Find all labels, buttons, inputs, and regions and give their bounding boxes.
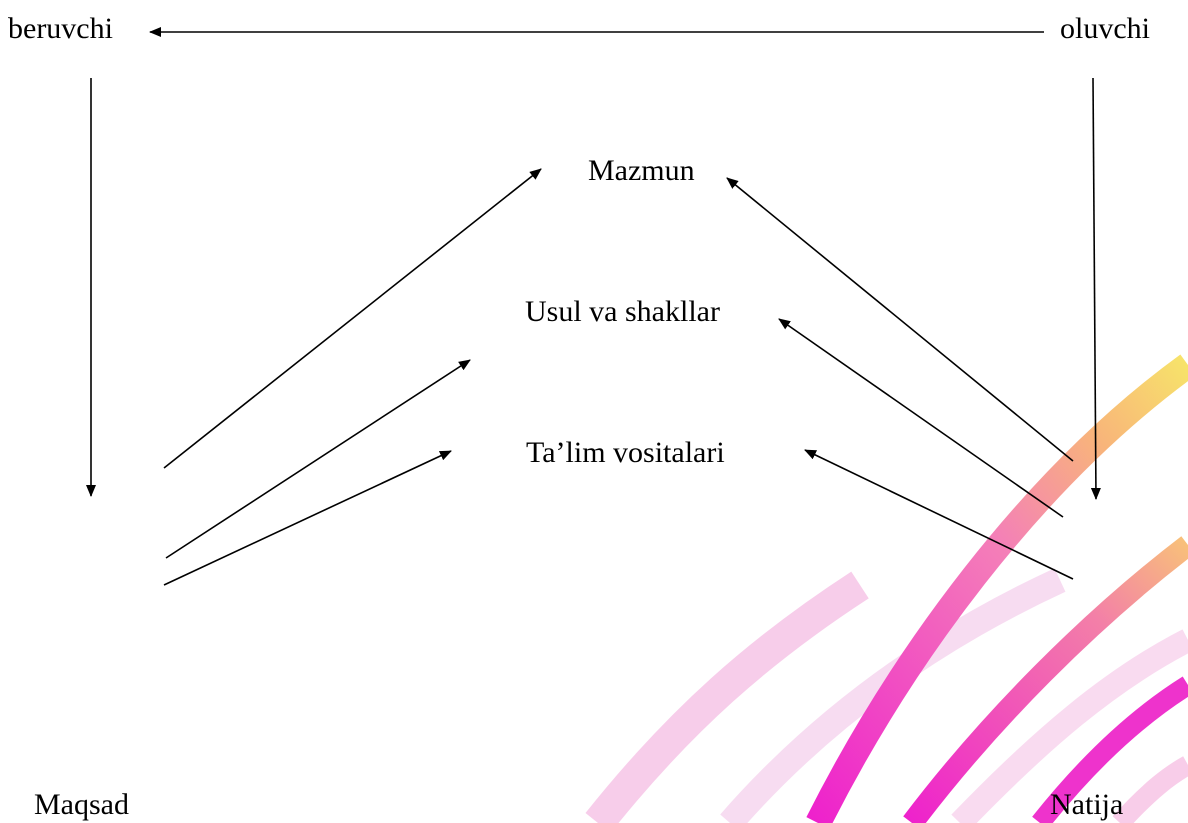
node-talim-vositalari: Ta’lim vositalari bbox=[526, 436, 725, 469]
node-natija: Natija bbox=[1050, 788, 1124, 821]
arrow-maqsad-to-talim bbox=[163, 450, 452, 586]
node-maqsad: Maqsad bbox=[34, 788, 129, 821]
arrow-natija-to-talim bbox=[804, 449, 1074, 580]
node-usul-va-shakllar: Usul va shakllar bbox=[525, 295, 720, 328]
swoosh-faint-2 bbox=[720, 568, 1066, 823]
node-mazmun: Mazmun bbox=[588, 154, 695, 187]
arrow-maqsad-to-usul bbox=[165, 359, 471, 559]
arrow-maqsad-to-mazmun bbox=[163, 168, 542, 469]
node-beruvchi: beruvchi bbox=[8, 12, 113, 45]
swoosh-faint-1 bbox=[585, 571, 869, 823]
arrow-natija-to-mazmun bbox=[726, 177, 1074, 462]
swoosh-main-3 bbox=[1032, 676, 1188, 823]
swoosh-main-2 bbox=[903, 536, 1188, 823]
arrow-oluvchi-down bbox=[1090, 77, 1101, 500]
node-oluvchi: oluvchi bbox=[1060, 12, 1150, 45]
swoosh-main-1 bbox=[806, 354, 1188, 823]
swoosh-faint-3 bbox=[951, 629, 1188, 823]
swoosh-faint-4 bbox=[1112, 756, 1188, 823]
arrow-natija-to-usul bbox=[778, 318, 1064, 518]
